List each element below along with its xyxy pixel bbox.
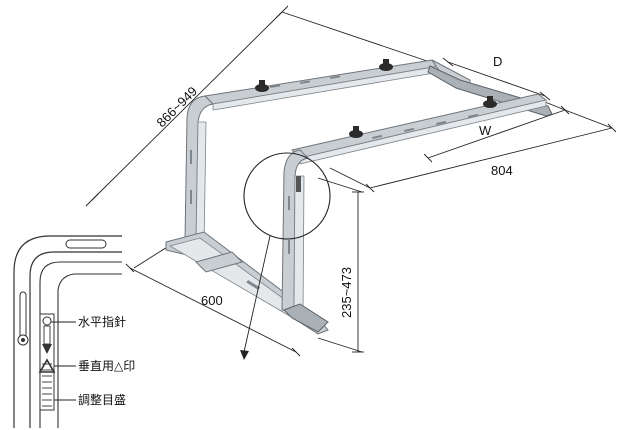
detail-callout	[240, 152, 331, 360]
height-label: 235~473	[339, 267, 354, 318]
width-value-label: 804	[491, 163, 513, 178]
vertical-mark-label: 垂直用△印	[78, 359, 135, 373]
level-indicator-label: 水平指針	[78, 314, 126, 329]
dimension-lines	[85, 5, 617, 357]
back-frame	[165, 59, 553, 335]
detail-inset	[13, 235, 122, 428]
depth-label: D	[493, 54, 502, 69]
detail-labels: 水平指針 垂直用△印 調整目盛	[78, 314, 135, 407]
front-width-label: 600	[201, 293, 223, 308]
adjust-scale-label: 調整目盛	[78, 392, 126, 407]
dimension-labels: 866~949 D W 804 600 235~473	[154, 54, 513, 318]
front-frame	[195, 93, 548, 333]
width-label: W	[479, 123, 492, 138]
